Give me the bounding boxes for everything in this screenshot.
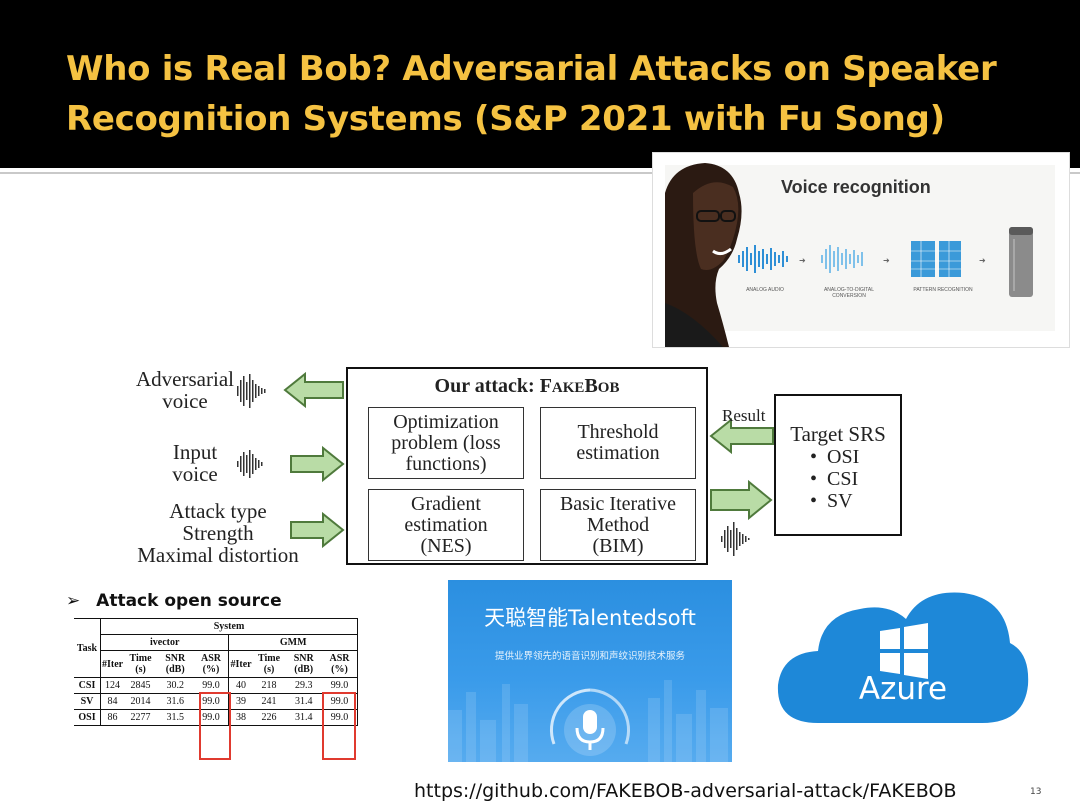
slide-title: Who is Real Bob? Adversarial Attacks on … [66,44,1026,144]
waveform-icon [237,450,263,478]
table-header: ivector [100,634,230,651]
audio-pipeline-graphic: ➜ ➜ ➜ [738,241,986,277]
title-line-1: Who is Real Bob? Adversarial Attacks on … [66,49,997,89]
table-header: #Iter [230,658,252,670]
man-silhouette-icon [665,163,742,347]
target-item: • CSI [810,468,859,490]
talentedsoft-brand: 天聪智能Talentedsoft [484,606,696,630]
asr-highlight-gmm [322,692,356,760]
talentedsoft-banner: 天聪智能Talentedsoft 提供业界领先的语音识别和声纹识别技术服务 [448,580,732,762]
caption-pattern-recognition: PATTERN RECOGNITION [913,287,973,293]
bullet-arrow-icon: ➢ [66,591,81,611]
title-line-2: Recognition Systems (S&P 2021 with Fu So… [66,99,945,139]
waveform-icon [237,374,266,408]
svg-text:➜: ➜ [883,256,890,265]
caption-analog-to-digital: ANALOG-TO-DIGITAL CONVERSION [823,287,875,299]
title-bar [0,0,1080,168]
talentedsoft-tagline: 提供业界领先的语音识别和声纹识别技术服务 [494,651,685,662]
azure-cloud-icon [777,592,1029,723]
table-header: ASR (%) [321,650,358,678]
azure-logo: Azure [776,585,1030,725]
svg-text:➜: ➜ [799,256,806,265]
table-header: System [100,618,358,635]
result-label: Result [722,406,766,425]
bullet-text: Attack open source [96,591,282,611]
svg-text:➜: ➜ [979,256,986,265]
azure-label: Azure [858,671,948,707]
diagram-arrows [237,371,774,556]
voice-recognition-title: Voice recognition [781,177,931,197]
microphone-icon [549,688,631,756]
waveform-icon [721,522,750,556]
table-header: Task [74,618,101,678]
table-header: #Iter [102,658,124,670]
table-header: SNR (dB) [165,653,186,675]
attack-box-title: Our attack: FAKEBOB [434,375,620,397]
smart-speaker-icon [1009,227,1033,297]
table-header: Time (s) [257,653,281,675]
skyline-graphic [448,680,728,762]
voice-recognition-image: Voice recognition ➜ ➜ ➜ ANALOG AUDIO ANA… [652,152,1070,348]
arrow-icon [283,371,774,549]
target-srs-box: Target SRS • OSI • CSI • SV [774,394,902,536]
table-header: GMM [228,634,358,651]
attack-params-label: Attack type Strength Maximal distortion [137,499,299,567]
input-voice-label: Input voice [172,440,218,486]
bullet-attack-open-source: ➢ Attack open source [66,591,282,611]
target-srs-list: • OSI • CSI • SV [810,446,859,512]
target-item: • SV [810,490,853,512]
caption-analog-audio: ANALOG AUDIO [746,287,784,293]
table-header: ASR (%) [193,650,230,678]
title-divider [0,172,1080,174]
target-item: • OSI [810,446,860,468]
adversarial-voice-label: Adversarial voice [136,367,234,413]
results-table: Task System ivector GMM #Iter Time (s) S… [74,618,358,726]
github-url[interactable]: https://github.com/FAKEBOB-adversarial-a… [414,780,957,802]
page-number: 13 [1030,787,1042,797]
target-srs-title: Target SRS [790,422,886,446]
table-header: Time (s) [129,653,152,675]
asr-highlight-ivector [199,692,231,760]
table-header: SNR (dB) [293,653,314,675]
